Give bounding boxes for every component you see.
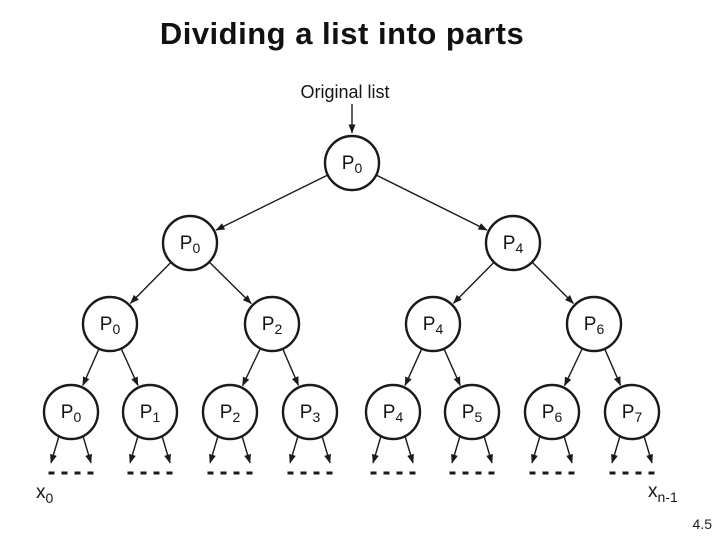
tree-node: P3: [281, 383, 339, 441]
tree-edge-arrow: [531, 261, 574, 304]
left-index-sub: 0: [46, 490, 54, 506]
right-index-sub: n-1: [658, 489, 678, 505]
tree-node: P0: [323, 134, 381, 192]
tree-node-circle: [161, 214, 219, 272]
tree-node-circle: [121, 383, 179, 441]
leaf-arrow-left: [289, 435, 299, 464]
tree-node: P7: [603, 383, 661, 441]
leaf-arrow-right: [563, 435, 573, 464]
tree-edge-arrow: [375, 174, 488, 231]
leaf-arrow-right: [643, 435, 653, 464]
right-index-label: xn-1: [648, 481, 678, 505]
tree-node-label: P5: [462, 402, 483, 425]
leaf-arrow-right: [321, 435, 331, 464]
tree-edge-arrow: [604, 348, 622, 386]
tree-node: P0: [81, 295, 139, 353]
tree-node-label: P7: [622, 402, 643, 425]
tree-node-label: P0: [342, 153, 363, 176]
tree-node: P4: [484, 214, 542, 272]
tree-node: P1: [121, 383, 179, 441]
leaf-arrow-left: [129, 435, 139, 464]
tree-node-label: P2: [262, 314, 283, 337]
left-index-label: x0: [36, 482, 54, 506]
tree-node-label: P4: [423, 314, 444, 337]
leaf-fanout-layer: [48, 435, 655, 475]
tree-node: P4: [364, 383, 422, 441]
tree-node-circle: [565, 295, 623, 353]
tree-edge-arrow: [443, 348, 461, 386]
tree-node: P0: [42, 383, 100, 441]
tree-node-circle: [201, 383, 259, 441]
tree-node-circle: [323, 134, 381, 192]
tree-edge-arrow: [215, 174, 329, 231]
tree-node-label: P6: [584, 314, 605, 337]
tree-edge-arrow: [208, 261, 252, 305]
left-index-base: x: [36, 482, 46, 503]
edges-layer: [82, 104, 622, 387]
leaf-arrow-right: [161, 435, 171, 464]
leaf-arrow-left: [372, 435, 382, 464]
tree-node-label: P0: [180, 233, 201, 256]
leaf-arrow-right: [241, 435, 251, 464]
leaf-arrow-left: [50, 435, 60, 464]
tree-node-circle: [443, 383, 501, 441]
leaf-arrow-right: [483, 435, 493, 464]
tree-edge-arrow: [241, 348, 262, 387]
tree-edge-arrow: [404, 348, 423, 387]
right-index-base: x: [648, 481, 658, 502]
tree-node-label: P3: [300, 402, 321, 425]
tree-node-circle: [404, 295, 462, 353]
tree-edge-arrow: [282, 348, 300, 386]
tree-edge-arrow: [82, 348, 100, 386]
leaf-arrow-left: [611, 435, 621, 464]
leaf-arrow-right: [404, 435, 414, 464]
tree-node: P2: [243, 295, 301, 353]
tree-node-circle: [364, 383, 422, 441]
tree-node: P5: [443, 383, 501, 441]
tree-node-label: P0: [100, 314, 121, 337]
tree-node-label: P1: [140, 402, 161, 425]
leaf-arrow-left: [209, 435, 219, 464]
tree-node-circle: [81, 295, 139, 353]
tree-node-label: P4: [503, 233, 524, 256]
tree-node: P0: [161, 214, 219, 272]
leaf-arrow-left: [451, 435, 461, 464]
leaf-arrow-right: [82, 435, 92, 464]
tree-node-circle: [523, 383, 581, 441]
tree-node: P6: [523, 383, 581, 441]
slide-title: Dividing a list into parts: [159, 16, 525, 51]
tree-node: P2: [201, 383, 259, 441]
tree-edge-arrow: [452, 261, 495, 304]
original-list-label: Original list: [300, 82, 389, 102]
tree-node-circle: [243, 295, 301, 353]
tree-node-label: P0: [61, 402, 82, 425]
tree-edge-arrow: [563, 348, 584, 387]
tree-node-circle: [484, 214, 542, 272]
tree-edge-arrow: [129, 261, 172, 304]
tree-node-circle: [603, 383, 661, 441]
tree-node-label: P2: [220, 402, 241, 425]
tree-node: P4: [404, 295, 462, 353]
leaf-arrow-left: [531, 435, 541, 464]
tree-node: P6: [565, 295, 623, 353]
tree-node-label: P4: [383, 402, 404, 425]
tree-node-label: P6: [542, 402, 563, 425]
tree-node-circle: [42, 383, 100, 441]
tree-node-circle: [281, 383, 339, 441]
page-number: 4.5: [692, 516, 712, 532]
tree-edge-arrow: [120, 348, 139, 387]
